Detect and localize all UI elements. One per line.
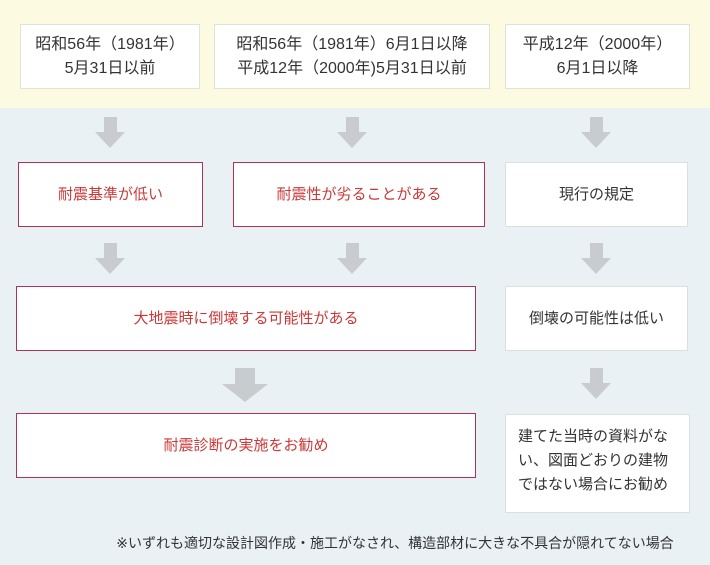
assessment-box-low-standard: 耐震基準が低い — [18, 162, 203, 227]
risk-box-collapse-unlikely: 倒壊の可能性は低い — [505, 286, 688, 351]
period-line: 平成12年（2000年） — [522, 35, 673, 53]
down-arrow-icon — [581, 368, 611, 399]
period-line: 6月1日以降 — [556, 59, 639, 77]
down-arrow-icon — [222, 368, 268, 402]
assessment-text: 耐震性が劣ることがある — [276, 186, 442, 203]
recommendation-box-seismic-diagnosis: 耐震診断の実施をお勧め — [16, 413, 476, 478]
period-line: 昭和56年（1981年）6月1日以降 — [236, 35, 468, 53]
assessment-box-current-regulation: 現行の規定 — [505, 162, 688, 227]
assessment-text: 耐震基準が低い — [57, 186, 163, 203]
recommendation-text: 建てた当時の資料がない、図面どおりの建物ではない場合にお勧め — [518, 428, 669, 493]
period-box-before-1981: 昭和56年（1981年） 5月31日以前 — [20, 24, 200, 89]
period-line: 5月31日以前 — [64, 59, 156, 77]
footnote: ※いずれも適切な設計図作成・施工がなされ、構造部材に大きな不具合が隠れてない場合 — [116, 535, 674, 551]
period-line: 平成12年（2000年)5月31日以前 — [237, 59, 467, 77]
assessment-text: 現行の規定 — [558, 186, 634, 203]
risk-box-collapse-possible: 大地震時に倒壊する可能性がある — [16, 286, 476, 351]
risk-text: 大地震時に倒壊する可能性がある — [133, 310, 359, 327]
period-box-after-2000: 平成12年（2000年） 6月1日以降 — [505, 24, 690, 89]
down-arrow-icon — [581, 243, 611, 274]
down-arrow-icon — [95, 243, 125, 274]
recommendation-box-no-original-documents: 建てた当時の資料がない、図面どおりの建物ではない場合にお勧め — [505, 414, 690, 513]
recommendation-text: 耐震診断の実施をお勧め — [163, 437, 329, 454]
down-arrow-icon — [337, 117, 367, 148]
down-arrow-icon — [581, 117, 611, 148]
period-line: 昭和56年（1981年） — [35, 35, 185, 53]
period-box-1981-to-2000: 昭和56年（1981年）6月1日以降 平成12年（2000年)5月31日以前 — [214, 24, 490, 89]
down-arrow-icon — [95, 117, 125, 148]
down-arrow-icon — [337, 243, 367, 274]
risk-text: 倒壊の可能性は低い — [528, 310, 664, 327]
assessment-box-may-be-inferior: 耐震性が劣ることがある — [233, 162, 485, 227]
